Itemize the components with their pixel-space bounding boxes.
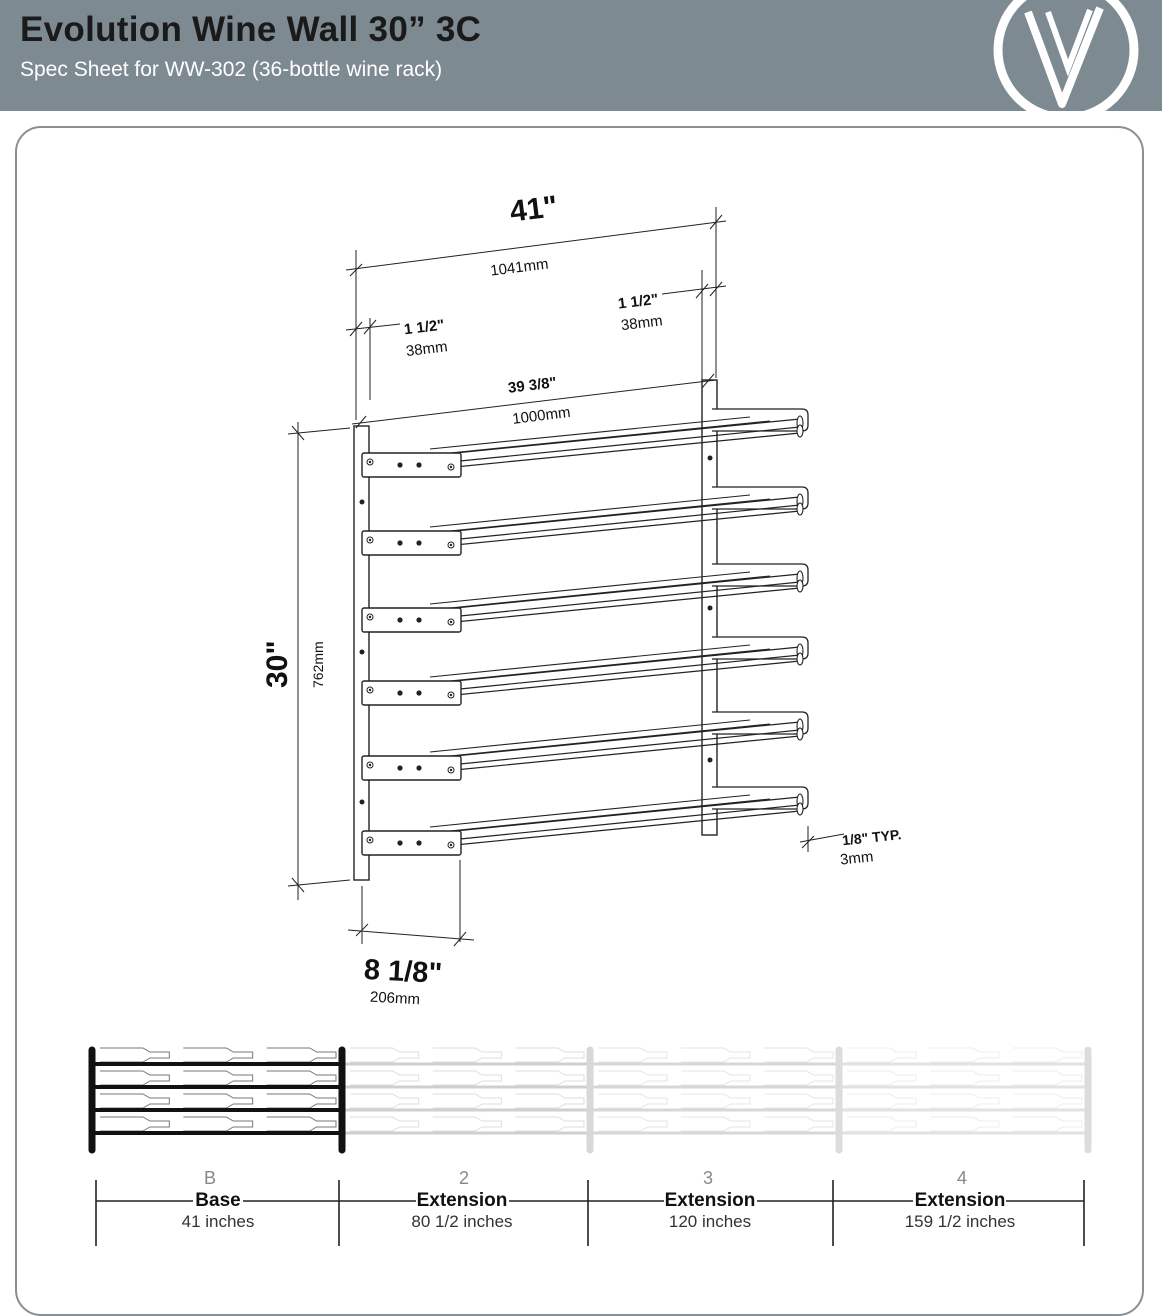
height-inches: 30" <box>261 640 294 688</box>
bottle-outline <box>100 1093 170 1109</box>
shelf-1 <box>361 408 809 478</box>
bottle-outline <box>930 1070 1000 1086</box>
bottle-outline <box>598 1093 668 1109</box>
extension-length-2: 80 1/2 inches <box>411 1212 512 1231</box>
right-offset-inches: 1 1/2" <box>617 291 659 313</box>
bottle-outline <box>515 1047 585 1063</box>
bottle-outline <box>432 1116 502 1132</box>
bottle-outline <box>100 1047 170 1063</box>
bottle-outline <box>432 1047 502 1063</box>
bottle-outline <box>1013 1070 1083 1086</box>
left-offset-inches: 1 1/2" <box>403 317 445 339</box>
spec-panel <box>15 126 1144 1316</box>
extension-length-4: 159 1/2 inches <box>905 1212 1016 1231</box>
shelf-5 <box>361 711 809 781</box>
bottle-outline <box>266 1047 337 1063</box>
shelf-4 <box>361 636 809 706</box>
bottle-outline <box>764 1093 834 1109</box>
extension-name-4: Extension <box>915 1190 1006 1211</box>
bottle-outline <box>350 1093 420 1109</box>
bottle-outline <box>847 1116 917 1132</box>
left-offset-mm: 38mm <box>405 338 448 360</box>
extension-name-2: Extension <box>417 1190 508 1211</box>
bottle-outline <box>681 1093 751 1109</box>
bottle-outline <box>432 1070 502 1086</box>
bottle-outline <box>847 1093 917 1109</box>
bottle-outline <box>266 1116 337 1132</box>
extension-name-base: Base <box>195 1190 240 1211</box>
bottle-outline <box>847 1070 917 1086</box>
bottle-outline <box>350 1070 420 1086</box>
extension-code-3: 3 <box>703 1168 713 1188</box>
extension-code-4: 4 <box>957 1168 967 1188</box>
depth-mm: 206mm <box>370 989 421 1009</box>
bottle-outline <box>1013 1047 1083 1063</box>
bottle-outline <box>930 1047 1000 1063</box>
v-logo-icon <box>993 0 1139 111</box>
extension-code-2: 2 <box>459 1168 469 1188</box>
shelf-3 <box>361 563 809 633</box>
bottle-outline <box>432 1093 502 1109</box>
page-subtitle: Spec Sheet for WW-302 (36-bottle wine ra… <box>20 58 443 81</box>
bottle-outline <box>930 1116 1000 1132</box>
height-mm: 762mm <box>310 641 326 688</box>
bottle-outline <box>681 1070 751 1086</box>
thickness-mm: 3mm <box>839 848 874 868</box>
overall-width-mm: 1041mm <box>489 256 549 280</box>
bottle-outline <box>847 1047 917 1063</box>
overall-width-dimension <box>287 207 845 947</box>
bottle-outline <box>183 1093 254 1109</box>
bottle-outline <box>100 1116 170 1132</box>
inner-width-inches: 39 3/8" <box>507 374 558 397</box>
header-bar: Evolution Wine Wall 30” 3C Spec Sheet fo… <box>0 0 1162 111</box>
bottle-outline <box>350 1116 420 1132</box>
bottle-outline <box>183 1047 254 1063</box>
bottle-outline <box>598 1070 668 1086</box>
bottle-outline <box>598 1047 668 1063</box>
extension-scale <box>95 1180 1085 1246</box>
shelf-2 <box>361 486 809 556</box>
bottle-outline <box>515 1070 585 1086</box>
bottle-outline <box>183 1116 254 1132</box>
bottle-outline <box>515 1093 585 1109</box>
bottle-outline <box>350 1047 420 1063</box>
thickness-inches: 1/8" TYP. <box>841 826 902 848</box>
page-title: Evolution Wine Wall 30” 3C <box>20 10 482 49</box>
inner-width-mm: 1000mm <box>511 404 571 428</box>
depth-inches: 8 1/8" <box>363 954 443 990</box>
bottle-outline <box>681 1047 751 1063</box>
bottle-outline <box>1013 1116 1083 1132</box>
bottle-outline <box>764 1070 834 1086</box>
shelf-6 <box>361 786 809 856</box>
bottle-outline <box>930 1093 1000 1109</box>
bottle-outline <box>515 1116 585 1132</box>
bottle-outline <box>598 1116 668 1132</box>
right-offset-mm: 38mm <box>620 312 663 334</box>
bottle-outline <box>764 1116 834 1132</box>
bottle-outline <box>183 1070 254 1086</box>
extension-length-3: 120 inches <box>669 1212 751 1231</box>
extension-rack-diagram <box>88 1046 1092 1154</box>
extension-length-base: 41 inches <box>182 1212 255 1231</box>
extension-name-3: Extension <box>665 1190 756 1211</box>
bottle-outline <box>100 1070 170 1086</box>
overall-width-inches: 41" <box>508 190 559 229</box>
bottle-outline <box>764 1047 834 1063</box>
bottle-outline <box>1013 1093 1083 1109</box>
bottle-outline <box>681 1116 751 1132</box>
bottle-outline <box>266 1093 337 1109</box>
bottle-outline <box>266 1070 337 1086</box>
extension-code-b: B <box>204 1168 216 1188</box>
